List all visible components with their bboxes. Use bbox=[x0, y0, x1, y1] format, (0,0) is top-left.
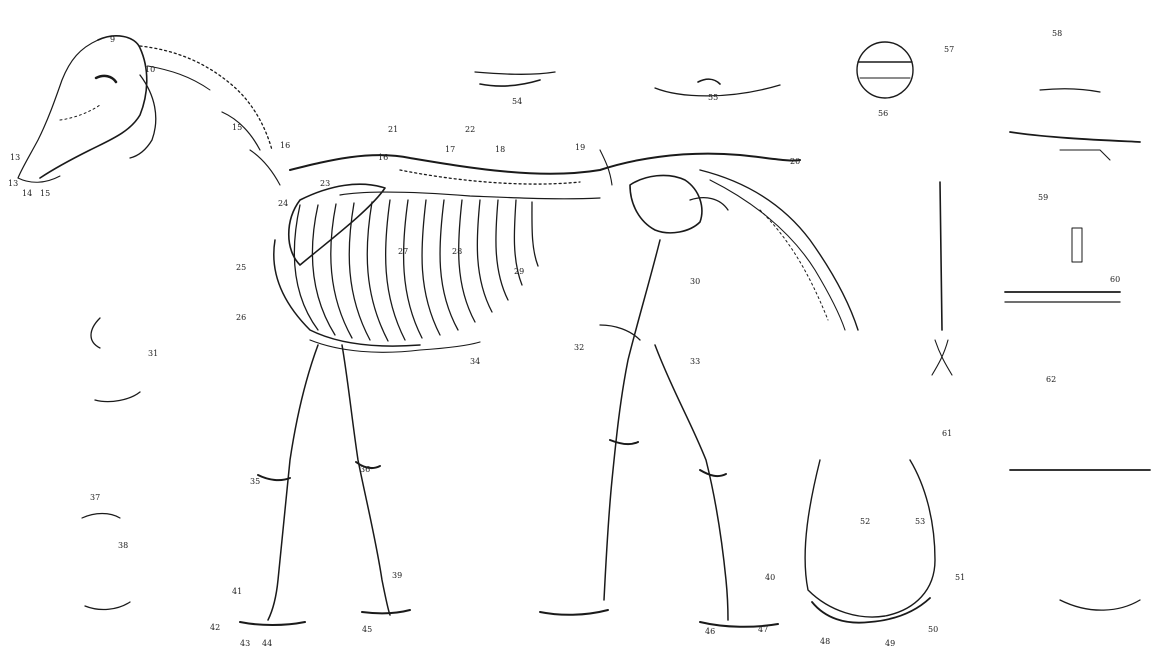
plate-label: 49 bbox=[885, 639, 895, 648]
plate-label: 41 bbox=[232, 587, 242, 596]
plate-label: 58 bbox=[1052, 29, 1062, 38]
plate-label: 47 bbox=[758, 625, 768, 634]
plate-label: 48 bbox=[820, 637, 830, 646]
plate-label: 15 bbox=[40, 189, 50, 198]
plate-label: 60 bbox=[1110, 275, 1120, 284]
plate-label: 43 bbox=[240, 639, 250, 648]
pelvis-front-view bbox=[805, 460, 935, 623]
vertical-bone-slender bbox=[932, 182, 952, 375]
plate-label: 24 bbox=[278, 199, 288, 208]
plate-label: 25 bbox=[236, 263, 246, 272]
plate-label: 40 bbox=[765, 573, 775, 582]
plate-label: 13 bbox=[8, 179, 18, 188]
plate-label: 17 bbox=[445, 145, 455, 154]
plate-label: 22 bbox=[465, 125, 475, 134]
scapula bbox=[289, 184, 385, 265]
plate-label: 39 bbox=[392, 571, 402, 580]
plate-label: 35 bbox=[250, 477, 260, 486]
skull bbox=[18, 36, 156, 182]
plate-label: 29 bbox=[514, 267, 524, 276]
plate-label: 34 bbox=[470, 357, 480, 366]
horse-skeleton bbox=[18, 36, 858, 627]
plate-label: 53 bbox=[915, 517, 925, 526]
plate-label: 28 bbox=[452, 247, 462, 256]
right-column-bone-details bbox=[1005, 89, 1150, 610]
plate-label: 20 bbox=[790, 157, 800, 166]
pelvis bbox=[630, 175, 728, 232]
tail bbox=[700, 170, 858, 330]
plate-label: 16 bbox=[280, 141, 290, 150]
upper-middle-bone-detail bbox=[475, 72, 780, 96]
plate-label: 10 bbox=[145, 65, 155, 74]
plate-label: 46 bbox=[705, 627, 715, 636]
plate-label: 16 bbox=[378, 153, 388, 162]
plate-label: 18 bbox=[495, 145, 505, 154]
plate-label: 55 bbox=[708, 93, 718, 102]
plate-label: 27 bbox=[398, 247, 408, 256]
plate-label: 32 bbox=[574, 343, 584, 352]
plate-label: 54 bbox=[512, 97, 522, 106]
plate-labels: 13 14 15 13 9 10 15 16 16 17 18 19 20 21… bbox=[8, 29, 1120, 648]
plate-label: 31 bbox=[148, 349, 158, 358]
plate-label: 44 bbox=[262, 639, 272, 648]
plate-label: 59 bbox=[1038, 193, 1048, 202]
vertebra-cross-section bbox=[857, 42, 913, 98]
plate-label: 14 bbox=[22, 189, 32, 198]
plate-label: 52 bbox=[860, 517, 870, 526]
hind-legs bbox=[540, 240, 778, 627]
plate-label: 37 bbox=[90, 493, 100, 502]
plate-label: 9 bbox=[110, 35, 115, 44]
plate-label: 33 bbox=[690, 357, 700, 366]
front-legs bbox=[240, 345, 410, 625]
plate-label: 26 bbox=[236, 313, 246, 322]
plate-label: 62 bbox=[1046, 375, 1056, 384]
plate-label: 19 bbox=[575, 143, 585, 152]
plate-label: 30 bbox=[690, 277, 700, 286]
plate-label: 45 bbox=[362, 625, 372, 634]
plate-label: 23 bbox=[320, 179, 330, 188]
neck-vertebrae bbox=[140, 46, 280, 185]
left-bone-sketches bbox=[82, 318, 140, 609]
plate-label: 13 bbox=[10, 153, 20, 162]
rib-cage bbox=[274, 200, 538, 352]
plate-label: 15 bbox=[232, 123, 242, 132]
plate-label: 36 bbox=[360, 465, 370, 474]
spine bbox=[290, 150, 800, 199]
plate-label: 50 bbox=[928, 625, 938, 634]
plate-label: 51 bbox=[955, 573, 965, 582]
plate-label: 42 bbox=[210, 623, 220, 632]
plate-label: 61 bbox=[942, 429, 952, 438]
plate-label: 38 bbox=[118, 541, 128, 550]
plate-label: 21 bbox=[388, 125, 398, 134]
plate-label: 57 bbox=[944, 45, 954, 54]
plate-label: 56 bbox=[878, 109, 888, 118]
